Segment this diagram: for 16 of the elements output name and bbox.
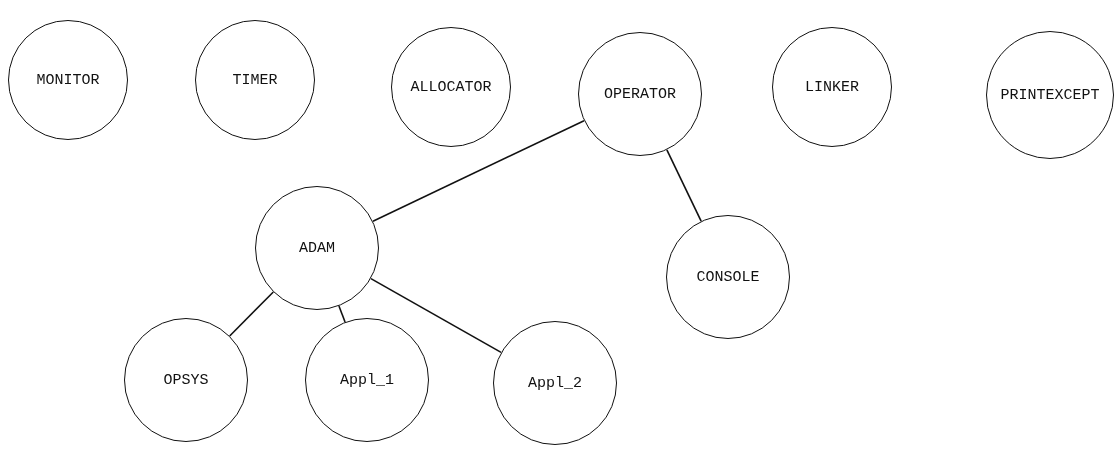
node-label: CONSOLE xyxy=(696,268,760,286)
node-label: ALLOCATOR xyxy=(410,78,492,96)
node-label: OPERATOR xyxy=(604,85,676,103)
node-label: TIMER xyxy=(232,71,278,89)
connector-line xyxy=(338,305,346,323)
node-label: LINKER xyxy=(805,78,859,96)
node-label: MONITOR xyxy=(36,71,100,89)
node-label: Appl_1 xyxy=(340,371,394,389)
node-label: Appl_2 xyxy=(528,374,582,392)
node-label: OPSYS xyxy=(163,371,209,389)
node-label: ADAM xyxy=(299,239,335,257)
node-label: PRINTEXCEPT xyxy=(1000,86,1100,104)
connector-line xyxy=(666,149,702,222)
connector-line xyxy=(228,291,275,337)
connector-line xyxy=(370,277,502,354)
connector-line xyxy=(372,119,585,223)
